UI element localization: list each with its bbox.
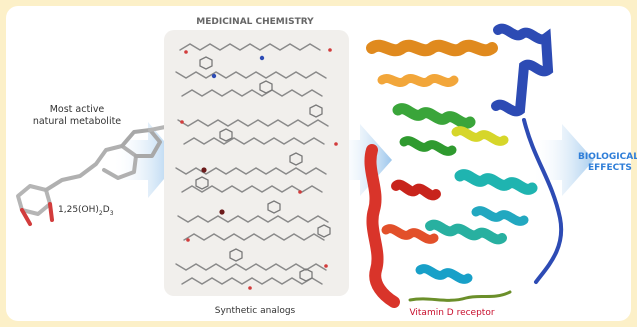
natural-metabolite-label: Most active natural metabolite (22, 104, 132, 128)
natural-metabolite-line-2: natural metabolite (32, 115, 122, 127)
medicinal-chemistry-title: MEDICINAL CHEMISTRY (196, 17, 314, 27)
analogs-panel (164, 30, 349, 296)
biological-effects-label: BIOLOGICAL EFFECTS (578, 152, 637, 174)
biological-effects-line-2: EFFECTS (588, 162, 632, 173)
biological-effects-line-1: BIOLOGICAL (578, 152, 637, 162)
analog-heteroatoms (180, 48, 338, 290)
analog-hexagons (195, 56, 331, 282)
vitamin-d-receptor-label: Vitamin D receptor (409, 308, 495, 318)
flow-arrow-2 (335, 124, 392, 196)
formula-sub-b: 2 (98, 209, 103, 217)
formula-part-a: 1,25(OH) (58, 205, 99, 215)
analog-molecules (175, 43, 329, 285)
natural-metabolite-line-1: Most active (49, 104, 105, 115)
formula-part-c: D (102, 205, 110, 215)
flow-arrow-1 (112, 122, 180, 198)
metabolite-formula: 1,25(OH)2D3 (58, 205, 114, 217)
synthetic-analogs-label: Synthetic analogs (214, 306, 296, 316)
receptor-protein (364, 23, 564, 308)
formula-sub-d: 3 (109, 209, 114, 217)
